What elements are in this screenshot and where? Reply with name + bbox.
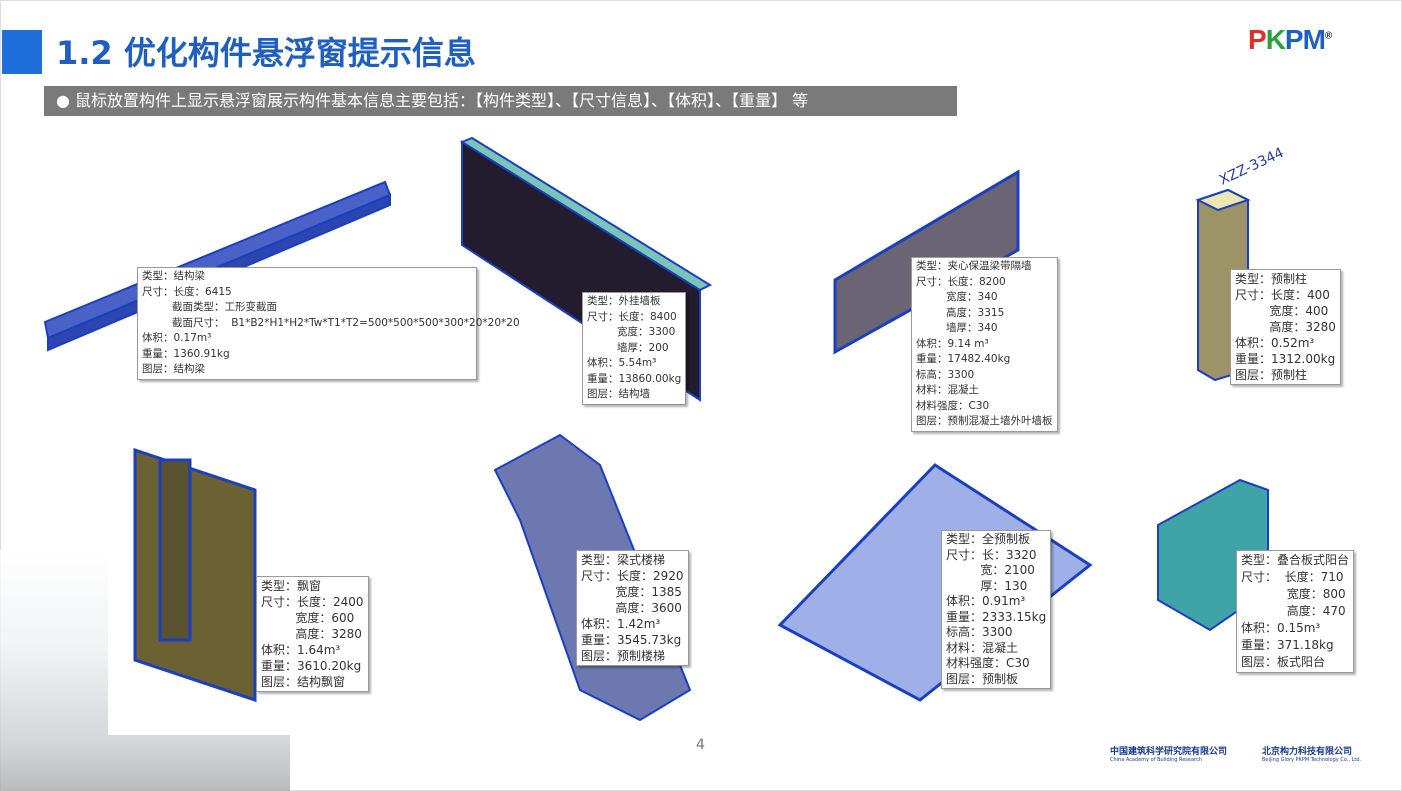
tooltip-slab: 类型：全预制板 尺寸：长：3320 宽：2100 厚：130 体积：0.91m³… xyxy=(941,530,1052,689)
bay-window-model xyxy=(133,447,257,703)
tooltip-beam: 类型：结构梁 尺寸：长度：6415 截面类型：工形变截面 截面尺寸： B1*B2… xyxy=(137,267,520,380)
page-title: 1.2 优化构件悬浮窗提示信息 xyxy=(56,34,476,72)
tooltip-sandwich-wall: 类型：夹心保温梁带隔墙 尺寸：长度：8200 宽度：340 高度：3315 墙厚… xyxy=(911,257,1058,432)
tooltip-bay-window: 类型：飘窗 尺寸：长度：2400 宽度：600 高度：3280 体积：1.64m… xyxy=(256,576,369,692)
tooltip-wall-panel: 类型：外挂墙板 尺寸：长度：8400 宽度：3300 墙厚：200 体积：5.5… xyxy=(582,292,687,405)
column-tag-label: XZZ-3344 xyxy=(1217,145,1287,189)
title-accent-bar xyxy=(2,30,42,74)
tooltip-balcony: 类型：叠合板式阳台 尺寸： 长度：710 宽度：800 高度：470 体积：0.… xyxy=(1236,550,1355,673)
slab-model xyxy=(777,463,1093,702)
tooltip-column: 类型：预制柱 尺寸：长度：400 宽度：400 高度：3280 体积：0.52m… xyxy=(1230,269,1341,385)
subtitle-banner: ● 鼠标放置构件上显示悬浮窗展示构件基本信息主要包括：【构件类型】、【尺寸信息】… xyxy=(44,86,957,116)
page-number: 4 xyxy=(696,737,705,753)
pkpm-logo: PKPM® xyxy=(1248,24,1332,55)
tooltip-stair: 类型：梁式楼梯 尺寸：长度：2920 宽度：1385 高度：3600 体积：1.… xyxy=(576,550,689,666)
